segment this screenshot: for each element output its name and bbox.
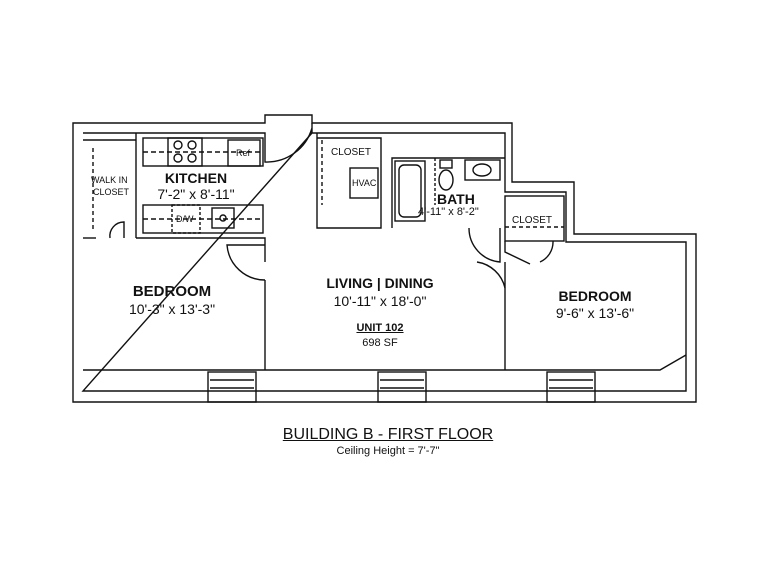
walk-in-closet-label-1: WALK IN — [91, 175, 128, 185]
living-dining-label: LIVING | DINING — [326, 275, 434, 291]
right-closet-wall — [504, 195, 565, 242]
bath-label: BATH — [437, 191, 475, 207]
living-dining-size: 10'-11" x 18'-0" — [333, 293, 427, 309]
outer-wall — [72, 114, 697, 403]
kitchen-sink — [211, 207, 235, 229]
bath-size: 4'-11" x 8'-2" — [418, 206, 479, 218]
refrigerator — [227, 139, 261, 167]
inner-wall — [81, 132, 687, 392]
bedroom-left-size: 10'-3" x 13'-3" — [128, 301, 216, 317]
bath-wall — [391, 157, 505, 228]
window-center — [377, 371, 427, 403]
walk-in-closet-wall — [83, 133, 137, 238]
ceiling-height: Ceiling Height = 7'-7" — [336, 445, 440, 457]
bedroom-right-size: 9'-6" x 13'-6" — [555, 305, 635, 321]
right-closet-door — [504, 240, 554, 265]
bath-door — [468, 227, 501, 263]
entry-door — [264, 123, 313, 163]
refrigerator-label: Ref — [236, 148, 251, 158]
unit-area: 698 SF — [362, 337, 398, 349]
hvac-unit — [349, 167, 379, 199]
kitchen-size: 7'-2" x 8'-11" — [157, 186, 235, 202]
bedroom-right-label: BEDROOM — [558, 288, 632, 304]
hvac-closet-wall — [316, 133, 382, 229]
unit-number: UNIT 102 — [356, 322, 404, 334]
kitchen-label: KITCHEN — [164, 170, 228, 186]
closet-door-swing — [109, 221, 125, 239]
vanity — [464, 159, 501, 181]
building-floor-title: BUILDING B - FIRST FLOOR — [282, 426, 494, 443]
dishwasher — [171, 204, 201, 234]
dishwasher-label: D/W — [176, 214, 194, 224]
right-closet-label: CLOSET — [512, 215, 553, 226]
bathtub — [394, 160, 426, 222]
hvac-label: HVAC — [352, 178, 377, 188]
hvac-closet-label: CLOSET — [331, 147, 372, 158]
walk-in-closet-label-2: CLOSET — [93, 187, 130, 197]
window-left — [207, 371, 257, 403]
bedroom-right-door — [476, 261, 506, 289]
toilet-tank — [439, 159, 453, 169]
toilet-bowl — [438, 169, 454, 191]
window-right — [546, 371, 596, 403]
bedroom-left-label: BEDROOM — [132, 283, 212, 300]
bedroom-left-door — [226, 244, 266, 281]
